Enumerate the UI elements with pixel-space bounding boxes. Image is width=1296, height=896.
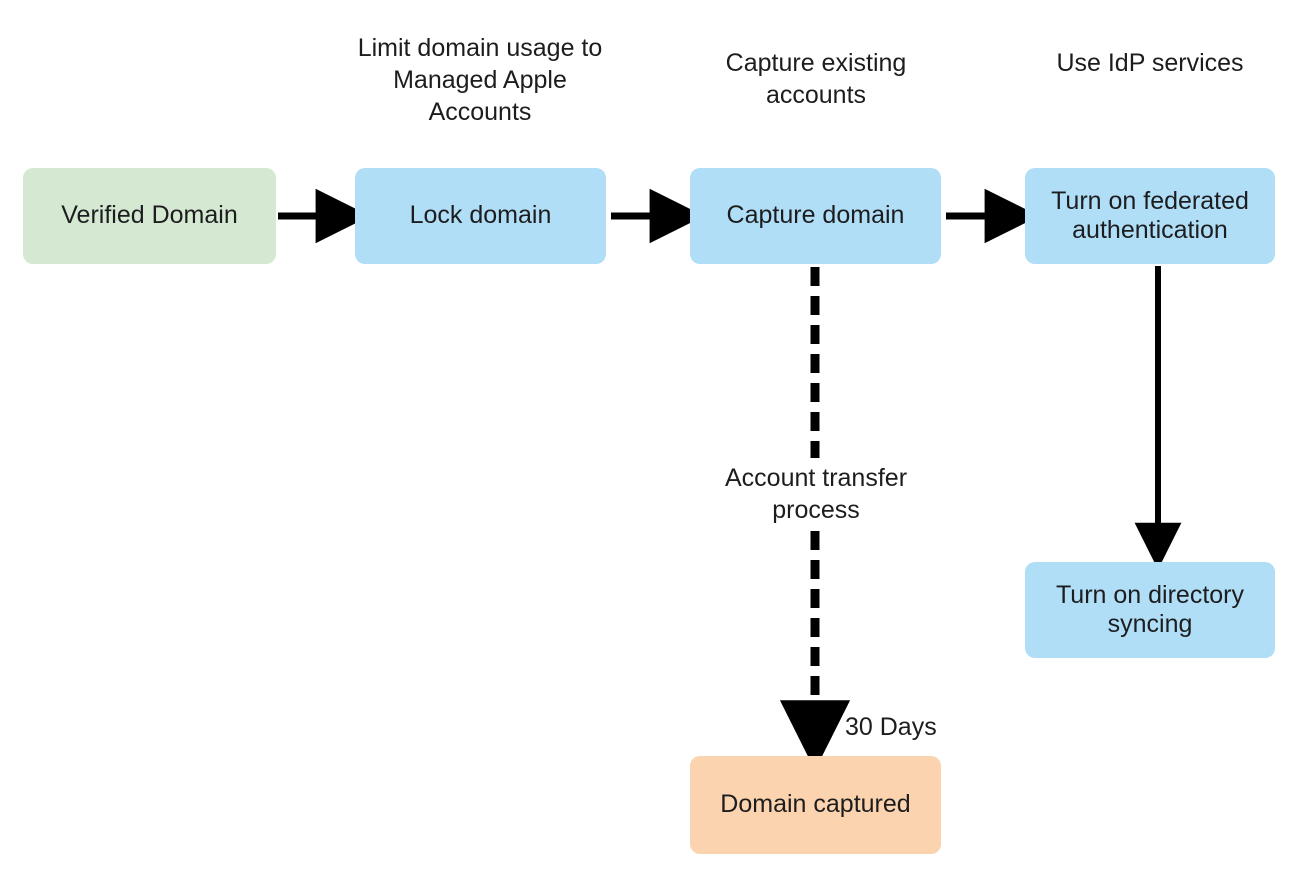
node-verified-domain[interactable]: Verified Domain xyxy=(23,168,276,264)
node-domain-captured[interactable]: Domain captured xyxy=(690,756,941,854)
node-lock-domain[interactable]: Lock domain xyxy=(355,168,606,264)
node-federated-auth[interactable]: Turn on federated authentication xyxy=(1025,168,1275,264)
caption-capture-domain: Capture existing accounts xyxy=(725,49,907,109)
node-capture-domain[interactable]: Capture domain xyxy=(690,168,941,264)
caption-federated-auth: Use IdP services xyxy=(1056,49,1244,77)
edge-label-30-days: 30 Days xyxy=(845,713,937,741)
caption-lock-domain: Limit domain usage to Managed Apple Acco… xyxy=(357,34,603,126)
edge-label-account-transfer: Account transfer process xyxy=(724,464,908,524)
node-directory-syncing[interactable]: Turn on directory syncing xyxy=(1025,562,1275,658)
